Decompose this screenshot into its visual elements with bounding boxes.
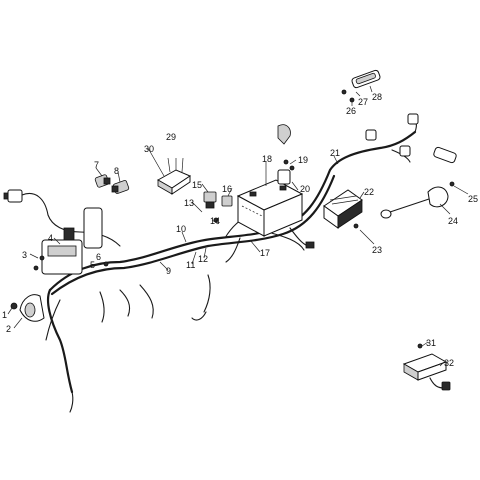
part-left-connector: [3, 189, 23, 203]
callout-32: 32: [444, 358, 454, 368]
callout-16: 16: [222, 184, 232, 194]
part-fuse-block: [33, 207, 109, 275]
callout-6: 6: [96, 252, 101, 262]
callout-24: 24: [448, 216, 458, 226]
part-control-unit: [402, 343, 451, 391]
callout-labels: 1 2 3 4 5 6 7 8 9 10 11 12 13 14 15 16 1…: [2, 92, 478, 368]
callout-30: 30: [144, 144, 154, 154]
callout-31: 31: [426, 338, 436, 348]
callout-10: 10: [176, 224, 186, 234]
part-regulator: [323, 189, 363, 229]
callout-28: 28: [372, 92, 382, 102]
callout-14: 14: [210, 216, 220, 226]
part-relays: [203, 191, 233, 223]
callout-20: 20: [300, 184, 310, 194]
leader-lines: [7, 85, 469, 367]
callout-1: 1: [2, 310, 7, 320]
callout-12: 12: [198, 254, 208, 264]
callout-19: 19: [298, 155, 308, 165]
part-wire-17: [289, 227, 315, 249]
part-sensors-7-8: [94, 174, 130, 194]
callout-9: 9: [166, 266, 171, 276]
callout-7: 7: [94, 160, 99, 170]
callout-3: 3: [22, 250, 27, 260]
callout-5: 5: [90, 260, 95, 270]
part-module-30: [156, 157, 192, 195]
callout-22: 22: [364, 187, 374, 197]
callout-23: 23: [372, 245, 382, 255]
callout-25: 25: [468, 194, 478, 204]
part-battery: [236, 179, 304, 237]
part-rear-sensor: [380, 181, 455, 219]
callout-4: 4: [48, 233, 53, 243]
callout-11: 11: [186, 260, 195, 270]
callout-21: 21: [330, 148, 340, 158]
callout-13: 13: [184, 198, 194, 208]
callout-15: 15: [192, 180, 202, 190]
part-rear-connectors: [365, 113, 457, 164]
part-starter-relay: [277, 124, 295, 185]
callout-18: 18: [262, 154, 272, 164]
callout-26: 26: [346, 106, 356, 116]
callout-2: 2: [6, 324, 11, 334]
part-plate-28: [341, 69, 381, 103]
callout-8: 8: [114, 166, 119, 176]
callout-29: 29: [166, 132, 176, 142]
callout-27: 27: [358, 97, 368, 107]
part-horn: [10, 294, 45, 322]
callout-17: 17: [260, 248, 270, 258]
